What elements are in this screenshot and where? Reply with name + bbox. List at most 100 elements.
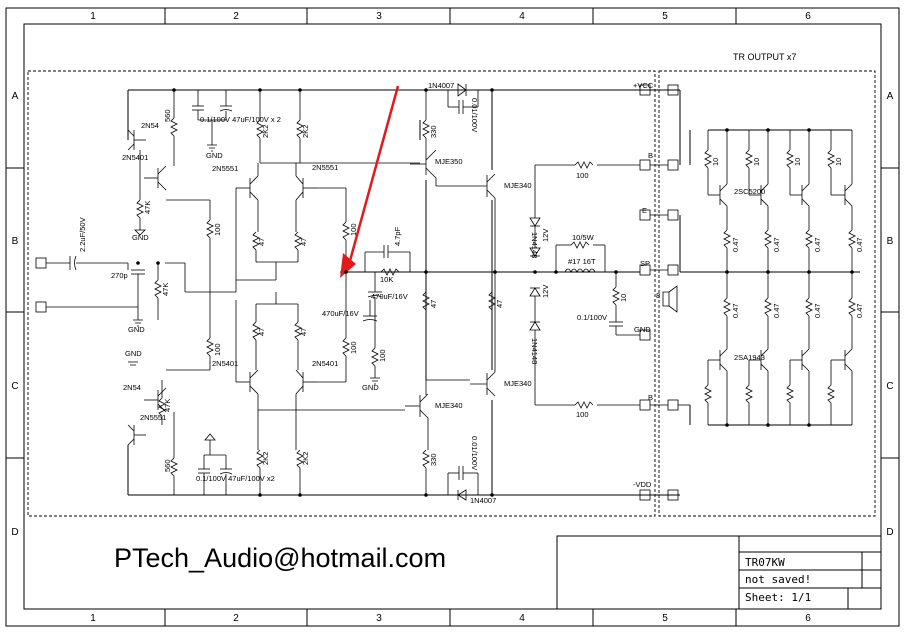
label-r10-out-2: 10 (752, 158, 761, 166)
transistor-2n5401-c (144, 387, 167, 413)
inductor-coil (555, 244, 640, 336)
gnd-symbol-2 (134, 229, 146, 236)
label-r047-6: 0.47 (772, 303, 781, 318)
resistor-10-out-5 (704, 384, 712, 404)
label-gnd-2: GND (132, 233, 149, 242)
resistor-47k-in (154, 279, 162, 299)
capacitor-270p (131, 269, 145, 275)
col-label-4-bottom: 4 (519, 613, 525, 624)
label-cap-470u-a: 470uF/16V (371, 292, 408, 301)
resistor-047-8 (848, 297, 856, 317)
label-cap-zobel: 0.1/100V (577, 313, 607, 322)
label-r47-e: 47 (257, 328, 266, 336)
resistor-10-out-8 (827, 384, 835, 404)
col-label-1: 1 (90, 11, 96, 22)
resistor-10-out-4 (827, 149, 835, 169)
resistor-047-3 (805, 229, 813, 249)
label-r2k2-d: 2K2 (301, 452, 310, 465)
label-2n54-bot: 2N54 (123, 383, 141, 392)
transistor-2n5551-c (144, 165, 167, 191)
resistor-10-zobel (612, 286, 620, 306)
resistor-47-b (294, 231, 302, 251)
transistor-2n54-top (127, 129, 146, 151)
transistor-out-pnp-1 (708, 348, 728, 372)
col-label-5: 5 (662, 11, 668, 22)
label-2n5551-c: 2N5551 (140, 413, 166, 422)
resistor-047-7 (805, 297, 813, 317)
frame-dividers (6, 8, 899, 626)
col-label-3-bottom: 3 (376, 613, 382, 624)
label-r47-b: 47 (299, 238, 308, 246)
resistor-10k (380, 268, 400, 276)
label-r047-2: 0.47 (772, 237, 781, 252)
row-label-a: A (12, 91, 19, 102)
resistor-47-f (294, 321, 302, 341)
resistor-100-d (206, 337, 214, 357)
transistor-2n54-bot (127, 424, 146, 446)
diodes (457, 83, 640, 501)
label-r330-bot: 330 (429, 453, 438, 466)
capacitor-input (69, 255, 77, 271)
output-wiring (707, 130, 853, 425)
label-1n4148-top: 1N4148 (530, 232, 539, 258)
gnd-symbol-5 (128, 361, 138, 366)
resistor-100-e (371, 347, 379, 367)
gnd-symbol-6 (204, 433, 216, 441)
label-r100-h-bot: 100 (576, 410, 589, 419)
resistor-100-h-bot (574, 401, 594, 409)
label-r2k2-a: 2K2 (261, 125, 270, 138)
transistor-out-npn-3 (790, 183, 810, 207)
label-cap-270p: 270p (111, 271, 128, 280)
label-gnd-1: GND (206, 151, 223, 160)
label-r047-1: 0.47 (731, 237, 740, 252)
capacitor-4p7 (383, 245, 389, 258)
transistor-mje350-bot (470, 371, 496, 397)
resistor-047-2 (764, 229, 772, 249)
transistor-2n5401-a (236, 369, 259, 395)
label-r10-zobel: 10 (619, 294, 628, 302)
resistor-47k-bot (158, 397, 166, 417)
resistor-560-top (170, 117, 178, 137)
outer-frame (5, 7, 900, 627)
resistor-560-bot (170, 457, 178, 477)
label-r100-c: 100 (349, 341, 358, 354)
label-vdd: -VDD (633, 480, 652, 489)
title-sheet: Sheet: 1/1 (745, 591, 811, 604)
label-port-e: E (642, 206, 647, 215)
title-status: not saved! (745, 573, 811, 586)
label-gnd-5: GND (125, 349, 142, 358)
resistor-47-a (252, 231, 260, 251)
row-label-b-right: B (887, 236, 894, 247)
label-r047-5: 0.47 (731, 303, 740, 318)
label-r047-7: 0.47 (813, 303, 822, 318)
transistor-out-pnp-4 (831, 348, 853, 372)
resistor-047-6 (764, 297, 772, 317)
resistors (136, 117, 856, 477)
label-port-b-top: B (648, 151, 653, 160)
transistor-out-pnp-3 (790, 348, 810, 372)
resistor-10-5w (570, 241, 590, 249)
row-label-c-right: C (886, 381, 893, 392)
resistor-10-out-3 (786, 149, 794, 169)
col-label-2: 2 (233, 11, 239, 22)
transistor-2n5551-a (236, 175, 259, 201)
diode-zener-bot (529, 287, 541, 297)
col-label-3: 3 (376, 11, 382, 22)
capacitor-001-top (458, 100, 464, 114)
label-r10-out-3: 10 (793, 158, 802, 166)
label-port-8: 8 (656, 291, 660, 300)
transistors (127, 129, 853, 446)
title-block (556, 535, 882, 610)
label-r100-h-top: 100 (576, 171, 589, 180)
resistor-047-1 (723, 229, 731, 249)
resistor-10-out-7 (786, 384, 794, 404)
resistor-47-e (252, 321, 260, 341)
component-labels: 1N4007 1N4007 0.1/100V 47uF/100V x 2 0.1… (78, 81, 864, 505)
label-r2k2-c: 2K2 (261, 452, 270, 465)
junction-dots (136, 88, 854, 497)
col-label-1-bottom: 1 (90, 613, 96, 624)
label-r100-b: 100 (349, 223, 358, 236)
label-r100-e: 100 (378, 349, 387, 362)
diode-1n4148-top (529, 217, 541, 227)
